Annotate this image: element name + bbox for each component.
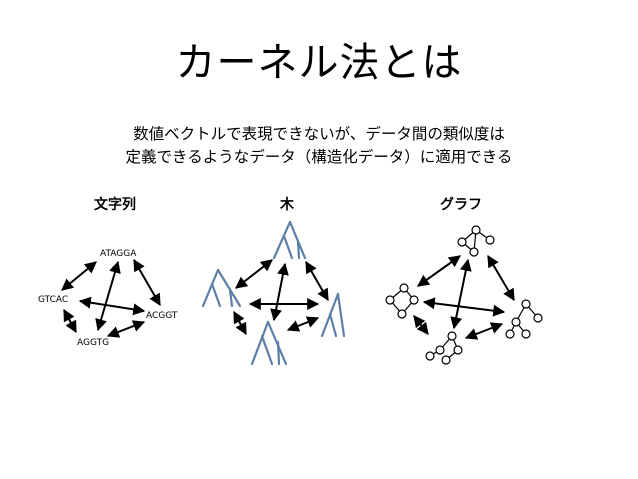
- graph-right: [505, 299, 543, 339]
- arrow-atagga-acggt: [133, 258, 161, 307]
- tree-right: [320, 292, 346, 338]
- arrow-graph-left-bottom: [413, 315, 429, 335]
- string-node-acggt: ACGGT: [146, 311, 178, 321]
- graphs-diagram: [385, 225, 543, 365]
- arrow-tree-top-right: [305, 260, 329, 302]
- slide-title: カーネル法とは: [175, 40, 463, 86]
- string-node-gtcac: GTCAC: [38, 295, 68, 305]
- string-node-atagga: ATAGGA: [100, 249, 137, 259]
- arrow-graph-left-right: [422, 297, 506, 317]
- column-heading-trees: 木: [280, 197, 294, 213]
- subtitle-line-1: 数値ベクトルで表現できないが、データ間の類似度は: [133, 125, 505, 143]
- string-node-aggtg: AGGTG: [77, 338, 109, 348]
- tree-left: [201, 268, 242, 308]
- arrow-atagga-gtcac: [61, 261, 97, 291]
- graph-left: [385, 283, 419, 319]
- arrow-tree-right-bottom: [286, 316, 320, 332]
- strings-diagram: ATAGGA GTCAC ACGGT AGGTG: [38, 249, 178, 348]
- arrow-graph-bottom-right: [464, 322, 504, 340]
- arrow-tree-left-bottom: [233, 310, 247, 336]
- arrow-graph-left-top: [417, 255, 461, 287]
- tree-bottom: [250, 320, 288, 366]
- tree-top: [272, 220, 307, 260]
- arrow-gtcac-aggtg: [63, 308, 77, 334]
- trees-diagram: [201, 220, 346, 366]
- graph-top: [457, 225, 495, 257]
- arrow-acggt-aggtg: [106, 320, 146, 338]
- arrow-atagga-aggtg: [95, 260, 121, 332]
- arrow-graph-top-right: [487, 254, 515, 302]
- graph-bottom: [425, 331, 463, 365]
- column-heading-graphs: グラフ: [440, 197, 482, 213]
- arrow-gtcac-acggt: [78, 296, 146, 316]
- arrow-tree-top-bottom: [270, 262, 289, 322]
- subtitle-line-2: 定義できるようなデータ（構造化データ）に適用できる: [125, 148, 513, 166]
- column-heading-strings: 文字列: [94, 197, 136, 213]
- arrow-graph-top-bottom: [450, 258, 472, 330]
- arrow-tree-left-top: [235, 259, 273, 289]
